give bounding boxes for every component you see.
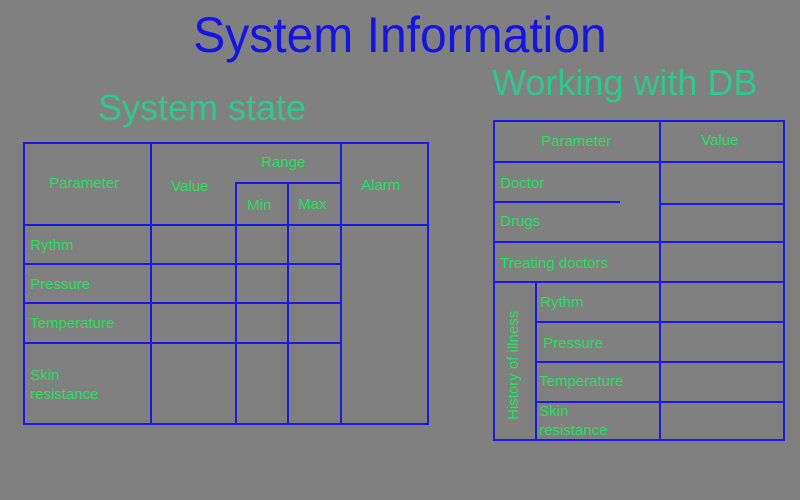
grid-line	[495, 241, 785, 243]
grid-line	[535, 401, 785, 403]
grid-line	[659, 203, 785, 205]
system-state-title: System state	[98, 87, 307, 128]
header-max: Max	[298, 196, 327, 213]
grid-line	[25, 224, 429, 226]
grid-line	[495, 201, 620, 203]
row-label-pressure: Pressure	[30, 276, 91, 293]
grid-line	[235, 182, 341, 184]
grid-line	[150, 144, 152, 425]
history-of-illness-label: History of illness	[505, 310, 522, 420]
header-range: Range	[261, 154, 306, 171]
grid-line	[25, 263, 341, 265]
page-title: System Information	[193, 7, 607, 63]
history-row-temperature: Temperature	[539, 373, 624, 390]
db-row-doctor: Doctor	[500, 175, 545, 192]
history-row-skin-resistance: Skin resistance	[539, 403, 608, 439]
grid-line	[340, 144, 342, 425]
header-min: Min	[247, 197, 272, 214]
grid-line	[25, 342, 341, 344]
row-label-temperature: Temperature	[30, 315, 115, 332]
grid-line	[535, 321, 785, 323]
header-parameter: Parameter	[49, 175, 120, 192]
header-value: Value	[171, 178, 209, 195]
db-table: Parameter Value Doctor Drugs Treating do…	[493, 120, 785, 441]
grid-line	[495, 161, 785, 163]
grid-line	[495, 281, 785, 283]
row-label-rythm: Rythm	[30, 237, 74, 254]
db-header-parameter: Parameter	[541, 133, 612, 150]
grid-line	[25, 302, 341, 304]
db-header-value: Value	[701, 132, 739, 149]
db-row-treating-doctors: Treating doctors	[500, 255, 608, 272]
history-row-pressure: Pressure	[543, 335, 604, 352]
system-state-table: Parameter Value Range Min Max Alarm Ryth…	[23, 142, 429, 425]
header-alarm: Alarm	[361, 177, 401, 194]
history-row-rythm: Rythm	[540, 294, 584, 311]
db-title: Working with DB	[492, 62, 758, 103]
grid-line	[535, 361, 785, 363]
row-label-skin-resistance: Skin resistance	[30, 367, 99, 403]
db-row-drugs: Drugs	[500, 213, 541, 230]
